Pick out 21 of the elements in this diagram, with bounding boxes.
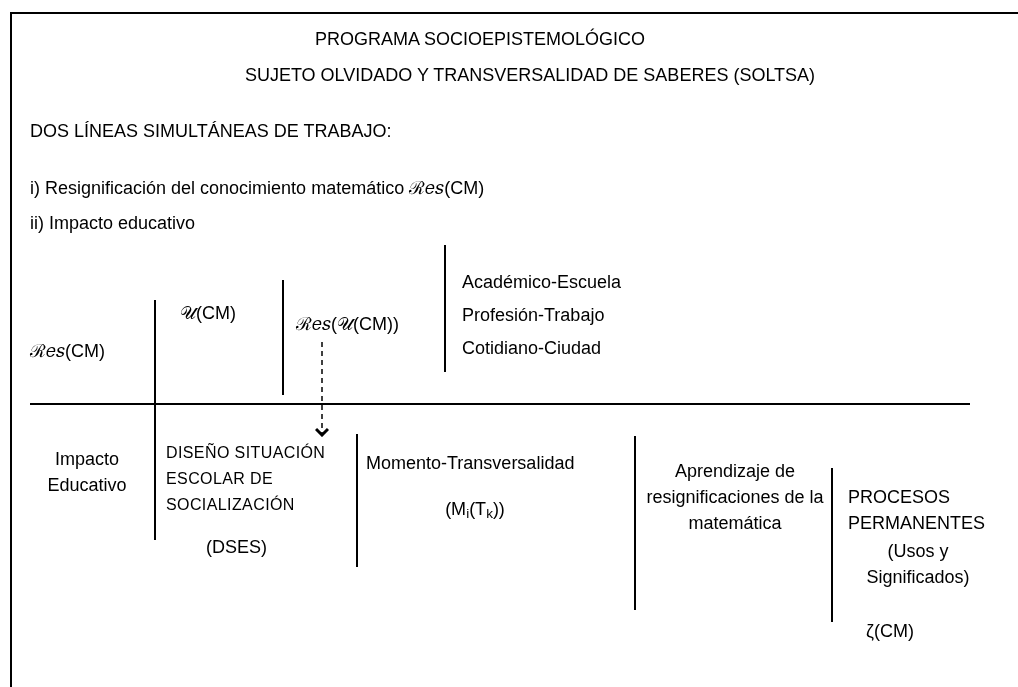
list-item: ii) Impacto educativo: [30, 212, 197, 235]
context-label: Académico-Escuela: [462, 271, 623, 294]
dashed-arrow: [314, 341, 330, 437]
acronym-label: (DSES): [205, 536, 268, 559]
math-label: 𝒰(CM): [180, 302, 237, 325]
title: PROGRAMA SOCIOEPISTEMOLÓGICO: [313, 27, 647, 51]
phase-label: PROCESOS PERMANENTES: [848, 486, 987, 535]
phase-label: (Usos y Significados): [865, 540, 971, 589]
context-label: Profesión-Trabajo: [462, 304, 606, 327]
subtitle: SUJETO OLVIDADO Y TRANSVERSALIDAD DE SABERES (SOLTSA): [243, 64, 817, 87]
context-label: Cotidiano-Ciudad: [462, 337, 603, 360]
section-heading: DOS LÍNEAS SIMULTÁNEAS DE TRABAJO:: [30, 120, 393, 143]
design-label: DISEÑO SITUACIÓN ESCOLAR DE SOCIALIZACIÓN: [166, 442, 327, 515]
formula-label: ζ(CM): [865, 620, 915, 643]
list-item: i) Resignificación del conocimiento matemático ℛ𝑒𝑠(CM): [30, 177, 486, 200]
row-heading: Impacto Educativo: [46, 448, 128, 497]
math-label: ℛ𝑒𝑠(𝒰(CM)): [296, 313, 400, 336]
phase-label: Momento-Transversalidad: [366, 452, 576, 475]
phase-label: Aprendizaje de resignificaciones de la matemática: [645, 460, 825, 535]
math-label: ℛ𝑒𝑠(CM): [30, 340, 106, 363]
formula-label: (M$_{i}$(T$_{k}$)): [444, 498, 506, 522]
